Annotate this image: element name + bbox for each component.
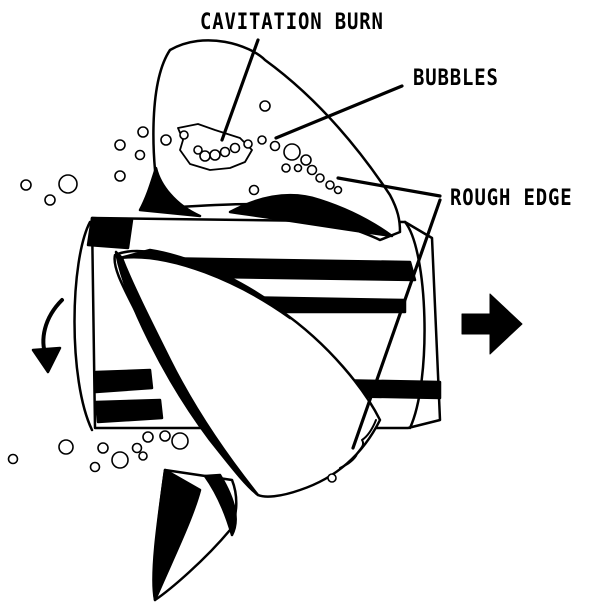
rough-edge-label: ROUGH EDGE — [450, 186, 573, 211]
curved-arrow-down-icon — [33, 300, 62, 372]
cavitation-burn-label: CAVITATION BURN — [200, 10, 384, 35]
top-blade — [140, 40, 400, 240]
bottom-blade — [153, 470, 236, 600]
bubbles-label: BUBBLES — [413, 66, 499, 91]
right-arrow-icon — [462, 294, 522, 354]
